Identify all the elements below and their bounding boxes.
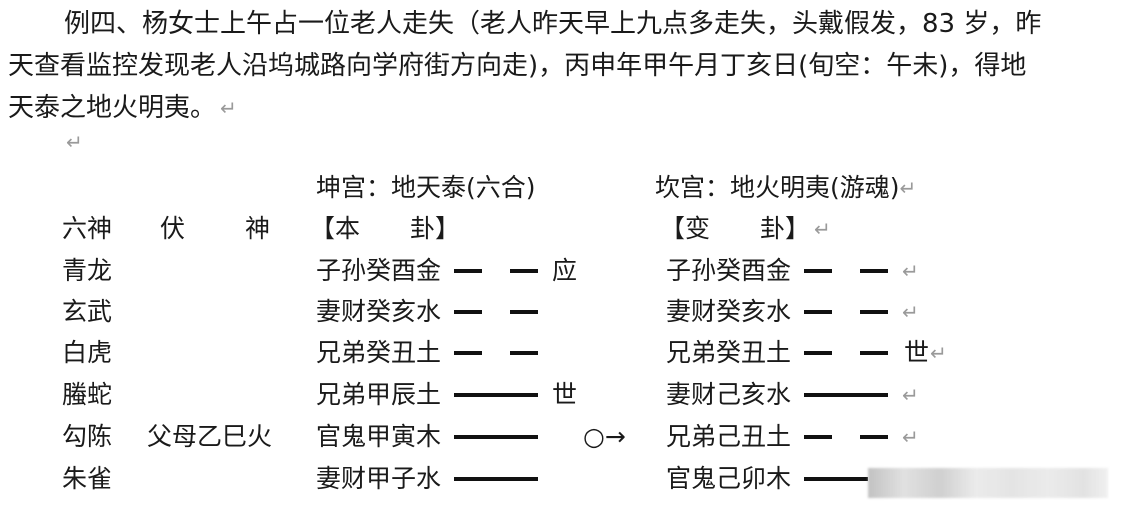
liushen-cell: 白虎 [62, 338, 113, 367]
yang-line [804, 393, 888, 397]
ben-yao-label: 兄弟癸丑土 [316, 338, 442, 367]
paragraph-line-2: 天查看监控发现老人沿坞城路向学府街方向走)，丙申年甲午月丁亥日(旬空：午未)，得… [8, 45, 1026, 87]
ben-yao-label: 官鬼甲寅木 [316, 422, 442, 451]
fushen-cell: 父母乙巳火 [147, 422, 273, 451]
paragraph-mark-icon: ↵ [902, 383, 919, 407]
yin-line-left [804, 351, 832, 355]
paragraph-mark-icon: ↵ [930, 341, 947, 365]
bian-yao-label: 兄弟癸丑土 [666, 338, 792, 367]
yin-line-right [510, 269, 538, 273]
yin-line-right [860, 351, 888, 355]
paragraph-mark-icon: ↵ [902, 259, 919, 283]
bian-yao-label: 妻财己亥水 [666, 380, 792, 409]
yang-line [454, 393, 538, 397]
yang-line [804, 477, 868, 481]
paragraph-mark-icon: ↵ [814, 217, 831, 241]
paragraph-mark-icon: ↵ [899, 176, 917, 200]
yin-line-left [804, 435, 832, 439]
liushen-cell: 青龙 [62, 256, 113, 285]
paragraph-text-1: 例四、杨女士上午占一位老人走失（老人昨天早上九点多走失，头戴假发，83 岁，昨 [64, 9, 1042, 39]
bian-yao-label: 兄弟己丑土 [666, 422, 792, 451]
ben-yao-label: 子孙癸酉金 [316, 256, 442, 285]
paragraph-line-1: 例四、杨女士上午占一位老人走失（老人昨天早上九点多走失，头戴假发，83 岁，昨 [64, 3, 1041, 45]
yin-line-left [454, 269, 482, 273]
blurred-watermark [868, 468, 1108, 498]
col-header-fushen-2: 神 [245, 214, 271, 243]
bian-gua-title-text: 坎宫：地火明夷(游魂) [655, 173, 900, 202]
ying-mark: 应 [552, 256, 578, 285]
yin-line-left [454, 351, 482, 355]
yin-line-left [454, 310, 482, 314]
moving-line-marker-icon: ○→ [583, 422, 626, 451]
ben-yao-label: 兄弟甲辰土 [316, 380, 442, 409]
paragraph-mark-icon: ↵ [902, 300, 919, 324]
bian-yao-label: 子孙癸酉金 [666, 256, 792, 285]
yin-line-right [510, 310, 538, 314]
paragraph-text-3: 天泰之地火明夷。 [8, 93, 217, 123]
bian-yao-label: 官鬼己卯木 [666, 464, 792, 493]
col-header-bian-gua-text: 【变 卦】 [660, 214, 811, 243]
paragraph-mark-icon: ↵ [66, 130, 83, 154]
shi-mark: 世 [904, 338, 930, 367]
col-header-ben-gua: 【本 卦】 [310, 214, 461, 243]
paragraph-text-2: 天查看监控发现老人沿坞城路向学府街方向走)，丙申年甲午月丁亥日(旬空：午未)，得… [8, 51, 1027, 81]
yin-line-right [860, 435, 888, 439]
bian-yao-label: 妻财癸亥水 [666, 297, 792, 326]
yang-line [454, 477, 538, 481]
ben-yao-label: 妻财癸亥水 [316, 297, 442, 326]
ben-gua-title: 坤宫：地天泰(六合) [316, 173, 536, 202]
yang-line [454, 435, 538, 439]
yin-line-right [860, 269, 888, 273]
paragraph-mark-icon: ↵ [902, 425, 919, 449]
yin-line-left [804, 269, 832, 273]
yin-line-right [860, 310, 888, 314]
shi-mark: 世 [552, 380, 578, 409]
liushen-cell: 玄武 [62, 297, 113, 326]
paragraph-line-3: 天泰之地火明夷。↵ [8, 87, 237, 129]
ben-yao-label: 妻财甲子水 [316, 464, 442, 493]
liushen-cell: 勾陈 [62, 422, 113, 451]
col-header-liushen: 六神 [62, 214, 113, 243]
liushen-cell: 螣蛇 [62, 380, 113, 409]
paragraph-mark-icon: ↵ [220, 96, 237, 120]
yin-line-left [804, 310, 832, 314]
col-header-fushen-1: 伏 [160, 214, 186, 243]
col-header-bian-gua: 【变 卦】↵ [660, 212, 831, 246]
yin-line-right [510, 351, 538, 355]
bian-gua-title: 坎宫：地火明夷(游魂)↵ [655, 171, 916, 205]
liushen-cell: 朱雀 [62, 464, 113, 493]
